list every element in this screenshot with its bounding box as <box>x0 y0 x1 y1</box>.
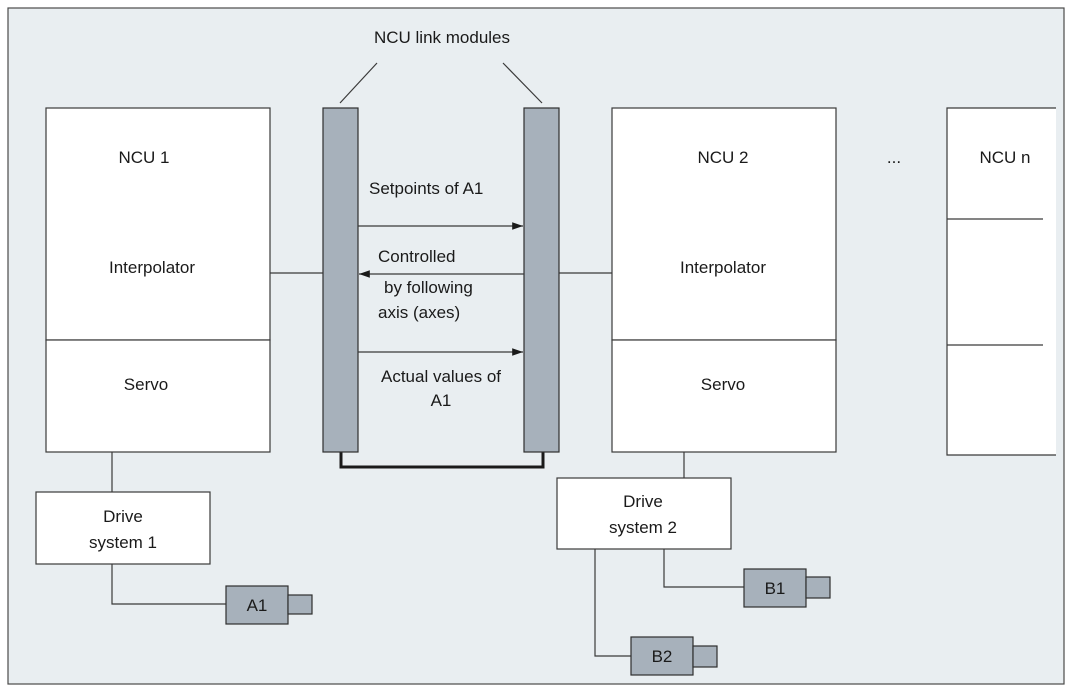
motor-b2-shaft <box>692 645 718 668</box>
drive-2-to-motor-b2 <box>594 549 631 657</box>
setpoints-label: Setpoints of A1 <box>369 179 483 198</box>
ncu-1-servo-label: Servo <box>124 375 168 394</box>
link-module-pointer-left <box>339 62 378 104</box>
more-ncus-ellipsis: ... <box>887 148 901 167</box>
ncu-1-title: NCU 1 <box>118 148 169 167</box>
actual-values-label-line-1: Actual values of <box>381 367 501 386</box>
ncu-1-block: NCU 1 Interpolator Servo <box>45 107 271 453</box>
ncu-n-title: NCU n <box>979 148 1030 167</box>
motor-b1-body <box>743 568 807 608</box>
module-bus-connector <box>339 452 545 469</box>
motor-a1-body <box>225 585 289 625</box>
ncu-1-servo-box <box>45 339 271 453</box>
ncu-2-interpolator-label: Interpolator <box>680 258 766 277</box>
link-modules-label: NCU link modules <box>374 28 510 47</box>
ncu-link-module-right <box>523 107 560 453</box>
drive-system-2-line-1: Drive <box>623 492 663 511</box>
motor-b1-shaft <box>805 576 831 599</box>
ncu-n-outline <box>946 107 1056 456</box>
ncu-n-block: NCU n <box>946 107 1056 456</box>
controlled-label-line-2: by following <box>384 278 473 297</box>
ncu-1-interpolator-box <box>45 107 271 341</box>
drive-1-to-motor-a1 <box>111 564 226 605</box>
link-module-pointer-right <box>502 62 543 104</box>
motor-a1-shaft <box>287 594 313 615</box>
drive-system-1-line-2: system 1 <box>89 533 157 552</box>
ncu-link-module-left <box>322 107 359 453</box>
drive-system-2-box <box>556 477 732 550</box>
ncu-2-interpolator-box <box>611 107 837 341</box>
drive-2-to-motor-b1 <box>663 549 744 588</box>
motor-b1: B1 <box>743 568 831 608</box>
motor-a1: A1 <box>225 585 313 625</box>
motor-a1-label: A1 <box>247 596 268 615</box>
ncu-2-servo-label: Servo <box>701 375 745 394</box>
controlled-label-line-3: axis (axes) <box>378 303 460 322</box>
drive-system-1-box <box>35 491 211 565</box>
drive-system-1-line-1: Drive <box>103 507 143 526</box>
ncu-n-box-fill <box>947 108 1056 455</box>
controlled-label-line-1: Controlled <box>378 247 456 266</box>
motor-b2-label: B2 <box>652 647 673 666</box>
actual-values-label-line-2: A1 <box>431 391 452 410</box>
ncu-1-interpolator-label: Interpolator <box>109 258 195 277</box>
drive-system-2-line-2: system 2 <box>609 518 677 537</box>
ncu-2-block: NCU 2 Interpolator Servo <box>611 107 837 453</box>
ncu-2-servo-box <box>611 339 837 453</box>
motor-b2: B2 <box>630 636 718 676</box>
motor-b1-label: B1 <box>765 579 786 598</box>
ncu-2-title: NCU 2 <box>697 148 748 167</box>
